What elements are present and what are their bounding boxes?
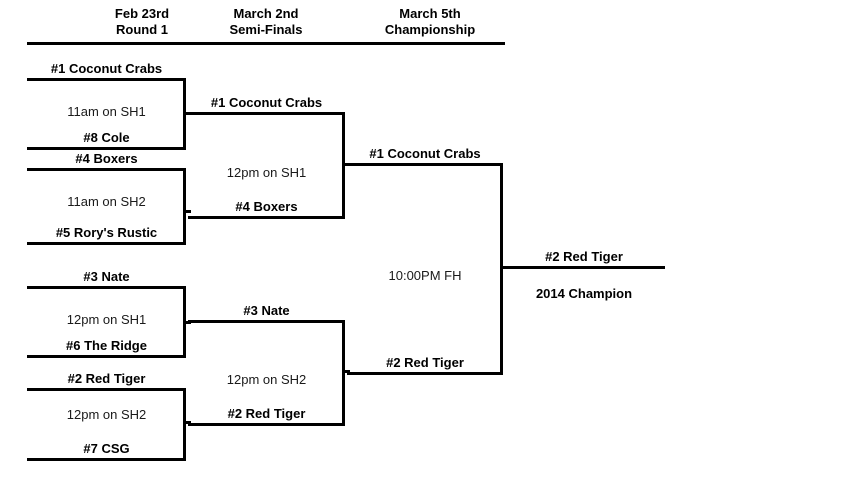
championship-bottom-line [347,372,503,375]
round1-match2-top-line [27,168,186,171]
round1-match2-top-team: #4 Boxers [75,151,138,166]
round1-match2-bottom-line [27,242,186,245]
semifinal2-bottom-line [188,423,345,426]
column-header-round1-round: Round 1 [116,22,168,37]
round1-match2-bottom-team: #5 Rory's Rustic [55,225,158,240]
semifinal2-bottom-team: #2 Red Tiger [227,406,306,421]
round1-match4-right-edge [183,388,186,461]
championship-top-line [347,163,503,166]
round1-match3-top-line [27,286,186,289]
round1-match4-top-line [27,388,186,391]
column-header-semifinals-round: Semi-Finals [229,22,303,37]
round1-match4-bottom-line [27,458,186,461]
semifinal1-bottom-line [188,216,345,219]
column-header-championship-date: March 5th [399,6,461,21]
connector-sf1-to-final [342,163,350,166]
round1-match3-top-team: #3 Nate [83,269,130,284]
championship-right-edge [500,163,503,375]
round1-match2-right-edge [183,168,186,245]
round1-match1-top-line [27,78,186,81]
column-header-round1-date: Feb 23rd [114,6,170,21]
semifinal2-time: 12pm on SH2 [226,372,307,387]
semifinal1-bottom-team: #4 Boxers [235,199,298,214]
round1-match3-time: 12pm on SH1 [66,312,147,327]
champion-team: #2 Red Tiger [545,249,623,264]
semifinal2-right-edge [342,320,345,426]
championship-top-team: #1 Coconut Crabs [369,146,481,161]
column-header-championship: March 5th Championship [340,6,520,38]
round1-match1-time: 11am on SH1 [67,104,146,119]
connector-r1m2-to-sf1 [183,210,191,213]
round1-match3-bottom-team: #6 The Ridge [66,338,147,353]
semifinal1-time: 12pm on SH1 [226,165,307,180]
semifinal2-top-line [188,320,345,323]
champion-line [503,266,665,269]
round1-match4-bottom-team: #7 CSG [83,441,130,456]
round1-match1-top-team: #1 Coconut Crabs [50,61,163,76]
connector-r1m4-to-sf2 [183,421,191,424]
connector-sf2-to-final [342,370,350,373]
championship-time: 10:00PM FH [388,268,462,283]
round1-match1-bottom-team: #8 Cole [83,130,130,145]
column-header-championship-round: Championship [384,22,476,37]
column-header-semifinals-date: March 2nd [233,6,299,21]
round1-match4-top-team: #2 Red Tiger [67,371,146,386]
header-divider [27,42,505,45]
champion-title: 2014 Champion [535,286,633,301]
round1-match4-time: 12pm on SH2 [66,407,147,422]
round1-match3-bottom-line [27,355,186,358]
semifinal1-top-team: #1 Coconut Crabs [210,95,323,110]
column-header-round1: Feb 23rd Round 1 [52,6,232,38]
connector-r1m1-to-sf1 [183,112,191,115]
connector-r1m3-to-sf2 [183,321,191,324]
championship-bottom-team: #2 Red Tiger [386,355,464,370]
semifinal1-top-line [188,112,345,115]
semifinal2-top-team: #3 Nate [243,303,290,318]
round1-match2-time: 11am on SH2 [67,194,146,209]
round1-match1-bottom-line [27,147,186,150]
column-header-semifinals: March 2nd Semi-Finals [176,6,356,38]
